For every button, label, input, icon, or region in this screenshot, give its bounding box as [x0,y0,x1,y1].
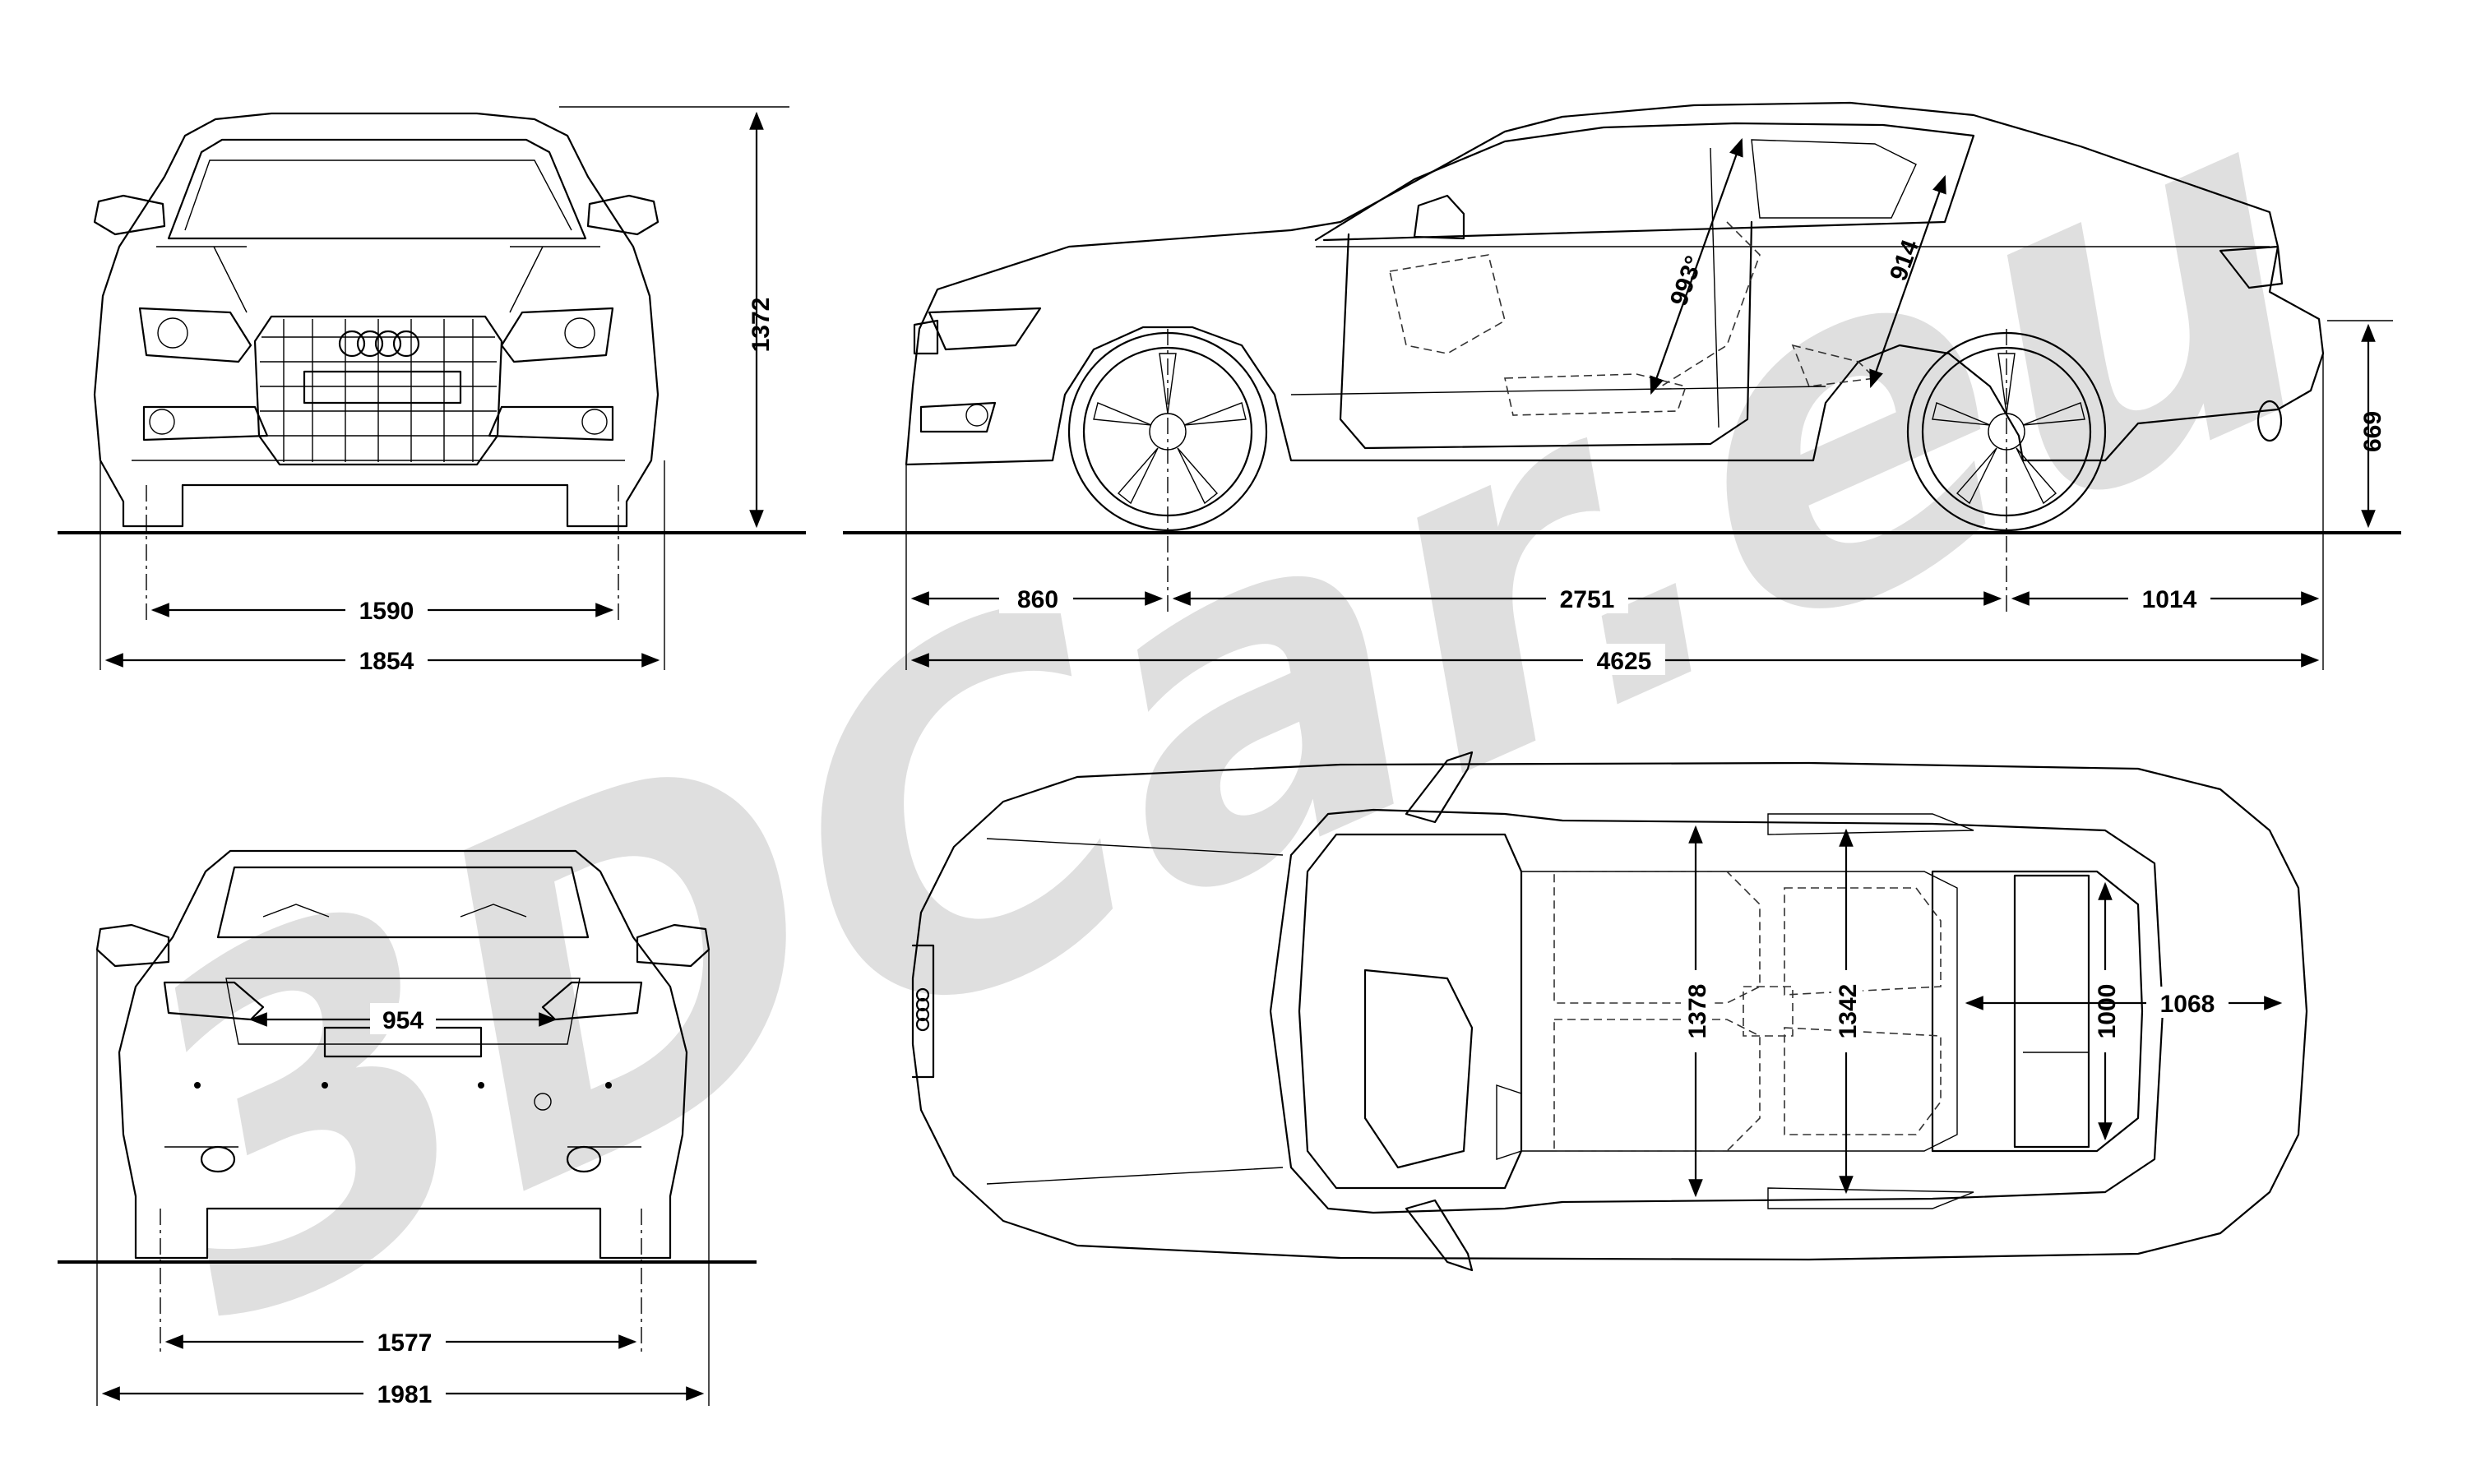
dim-boot-length: 1068 [2160,991,2215,1018]
top-view: 1378 1342 1000 1068 [911,751,2308,1272]
watermark: 3DCar.eu [116,0,2339,1449]
dim-front-shoulder: 1378 [1684,984,1711,1039]
dim-width-mirrors: 1981 [377,1381,433,1408]
audi-rings-icon-top [915,987,930,1032]
dim-rear-height: 669 [2359,411,2386,452]
rear-view: 954 1577 1981 [58,849,757,1408]
dim-front-overhang: 860 [1017,586,1058,613]
side-view: 669 993° 914 860 2751 1014 4625 [843,101,2401,675]
watermark-text: 3DCar.eu [116,0,2339,1449]
dim-rear-shoulder: 1342 [1835,984,1862,1039]
dim-wheelbase: 2751 [1560,586,1615,613]
dim-width-front: 1854 [359,648,414,675]
dim-length: 4625 [1597,648,1652,675]
dim-boot-width: 1000 [2094,984,2121,1039]
audi-rings-icon-front [338,330,420,358]
front-view: 1372 1590 1854 [58,106,806,675]
dim-rear-overhang: 1014 [2142,586,2197,613]
dim-track-rear: 1577 [377,1329,433,1357]
dim-height: 1372 [748,298,775,353]
dim-track-front: 1590 [359,598,414,625]
dim-rear-window-width: 954 [382,1007,424,1034]
